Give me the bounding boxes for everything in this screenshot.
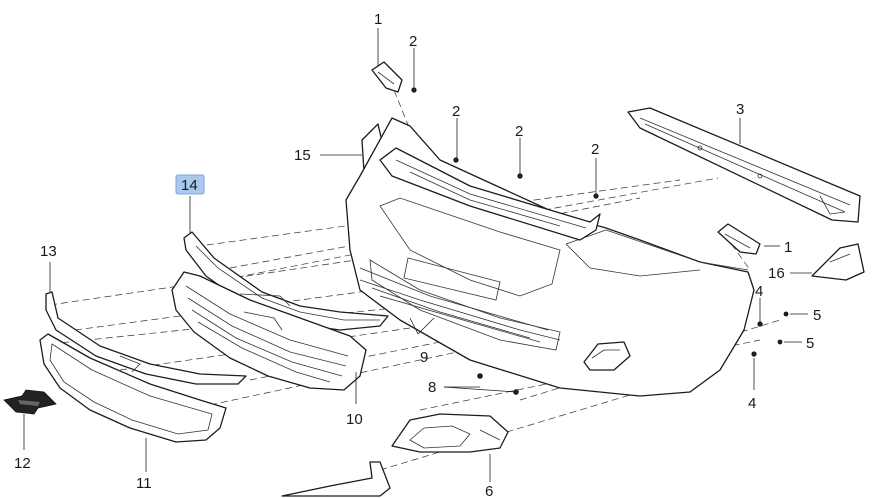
- nut-4b: [751, 351, 757, 357]
- screw-2c: [517, 173, 523, 179]
- fasteners: [411, 87, 789, 395]
- screw-2a: [411, 87, 417, 93]
- callout-2-b: 2: [452, 103, 460, 120]
- callout-5-b: 5: [806, 335, 814, 352]
- part-12-emblem: [3, 389, 57, 415]
- callout-2-c: 2: [515, 123, 523, 140]
- callout-11: 11: [136, 475, 152, 492]
- washer-5a: [783, 311, 789, 317]
- callout-6: 6: [485, 483, 493, 498]
- callout-14: 14: [181, 177, 198, 194]
- callout-13: 13: [40, 243, 57, 260]
- callout-1-right: 1: [784, 239, 792, 256]
- part-11-surround-frame: [39, 333, 227, 443]
- screw-2d: [593, 193, 599, 199]
- callout-2-d: 2: [591, 141, 599, 158]
- callout-4-a: 4: [755, 283, 763, 300]
- callout-12: 12: [14, 455, 31, 472]
- callout-5-a: 5: [813, 307, 821, 324]
- screw-2b: [453, 157, 459, 163]
- callout-8: 8: [428, 379, 436, 396]
- nut-4a: [757, 321, 763, 327]
- callout-16: 16: [768, 265, 785, 282]
- leader-lines: [23, 28, 812, 482]
- part-16-bracket: [811, 243, 865, 281]
- callout-4-b: 4: [748, 395, 756, 412]
- callout-14-highlight: [175, 174, 205, 195]
- part-10-grille: [171, 271, 367, 391]
- part-3-impact-bar: [627, 107, 861, 223]
- part-1-upper-bracket: [371, 61, 403, 93]
- part-6-fog-lamp-bezel: [391, 413, 509, 453]
- clip-8a: [477, 373, 483, 379]
- callout-1-top: 1: [374, 11, 382, 28]
- callout-10: 10: [346, 411, 363, 428]
- callout-9: 9: [420, 349, 428, 366]
- callout-labels: 1 1 2 2 2 2 3 4 4 5 5 6 8 9 10 11 12 13 …: [14, 11, 821, 498]
- upper-grille-bar: [379, 147, 601, 241]
- callout-2-a: 2: [409, 33, 417, 50]
- washer-5b: [777, 339, 783, 345]
- callout-15: 15: [294, 147, 311, 164]
- part-lower-trim-strip: [281, 461, 391, 497]
- part-1-side-bracket: [717, 223, 761, 255]
- part-13-lower-molding: [45, 291, 247, 385]
- part-9-lower-grille: [359, 267, 549, 339]
- part-14-upper-molding: [183, 231, 389, 331]
- callout-3: 3: [736, 101, 744, 118]
